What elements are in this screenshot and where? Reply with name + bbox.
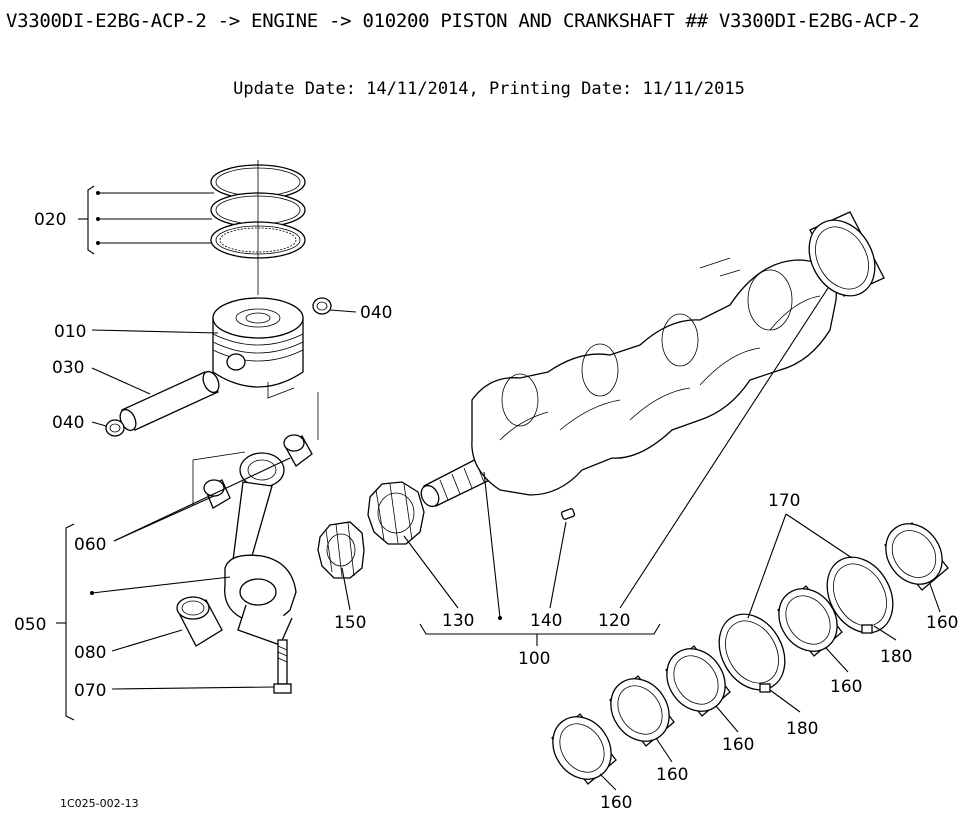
main-bearing-5[interactable]: [541, 705, 623, 790]
callout-030: 030: [52, 358, 84, 378]
woodruff-key[interactable]: [560, 508, 576, 520]
callout-070: 070: [74, 681, 106, 701]
callout-130: 130: [442, 611, 474, 631]
callout-160-1: 160: [926, 613, 958, 633]
callout-060: 060: [74, 535, 106, 555]
leader-lines: [56, 185, 941, 791]
crankpin-bearing[interactable]: [176, 596, 223, 647]
callout-020: 020: [34, 210, 66, 230]
callout-050: 050: [14, 615, 46, 635]
piston-rings[interactable]: [210, 164, 306, 259]
drawing-reference: 1C025-002-13: [60, 797, 139, 810]
crankshaft-gear-large[interactable]: [367, 481, 425, 545]
crankshaft[interactable]: [418, 257, 837, 509]
callout-180-left: 180: [786, 719, 818, 739]
callout-160-5: 160: [600, 793, 632, 813]
piston[interactable]: [212, 297, 304, 399]
thrust-washer-left[interactable]: [706, 602, 798, 701]
callout-040-upper: 040: [360, 303, 392, 323]
small-end-bushing-left[interactable]: [203, 479, 231, 509]
crankshaft-end-bearing[interactable]: [796, 208, 888, 307]
callout-120: 120: [598, 611, 630, 631]
snap-ring-lower[interactable]: [105, 419, 125, 437]
con-rod-bolt[interactable]: [273, 639, 292, 694]
page-title: V3300DI-E2BG-ACP-2 -> ENGINE -> 010200 P…: [6, 10, 920, 32]
callout-180-right: 180: [880, 647, 912, 667]
date-line: Update Date: 14/11/2014, Printing Date: …: [233, 79, 745, 99]
small-end-bushing-right[interactable]: [283, 434, 313, 467]
callout-040-lower: 040: [52, 413, 84, 433]
piston-pin[interactable]: [117, 369, 222, 433]
main-bearing-2[interactable]: [767, 577, 849, 662]
connecting-rod[interactable]: [224, 452, 297, 646]
callout-080: 080: [74, 643, 106, 663]
callout-140: 140: [530, 611, 562, 631]
main-bearing-1[interactable]: [874, 513, 953, 595]
callout-160-4: 160: [656, 765, 688, 785]
thrust-washer-right[interactable]: [814, 545, 906, 644]
crankshaft-gear-small[interactable]: [317, 521, 365, 579]
callout-160-2: 160: [830, 677, 862, 697]
callout-150: 150: [334, 613, 366, 633]
main-bearing-3[interactable]: [655, 637, 737, 722]
callout-010: 010: [54, 322, 86, 342]
callout-100: 100: [518, 649, 550, 669]
callout-160-3: 160: [722, 735, 754, 755]
callout-170: 170: [768, 491, 800, 511]
main-bearing-4[interactable]: [599, 667, 681, 752]
snap-ring-upper[interactable]: [312, 297, 332, 315]
